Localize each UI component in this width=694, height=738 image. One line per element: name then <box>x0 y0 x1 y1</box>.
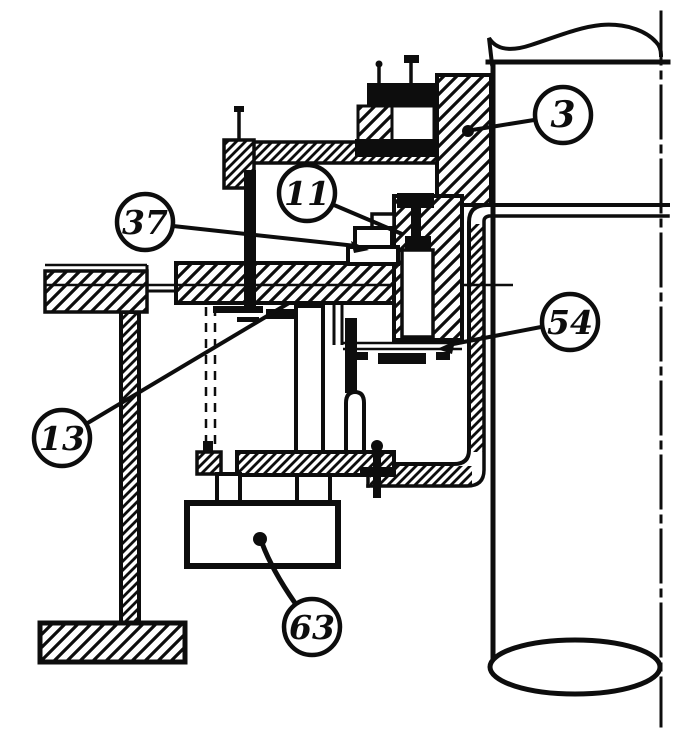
bushing-upper <box>353 226 394 249</box>
callout-label-63: 63 <box>289 608 335 647</box>
hanger-rod-right <box>295 473 332 506</box>
main-push-rod <box>294 304 325 454</box>
callout-circle-13 <box>31 407 93 469</box>
support-structure <box>37 261 404 665</box>
callout-circle-3 <box>532 84 594 146</box>
guide-slot <box>400 248 435 339</box>
clamp-window <box>390 104 436 144</box>
plunger-rod <box>344 389 366 456</box>
callout-11: 11 <box>276 162 403 236</box>
callout-label-37: 37 <box>122 203 168 242</box>
leader-arrow-54 <box>437 341 455 354</box>
vent-pin-left-cap <box>375 60 383 68</box>
vent-pin-right-cap <box>404 55 419 63</box>
stud-rod <box>244 170 256 306</box>
gasket-dash-3 <box>237 317 259 322</box>
seal-dash-2 <box>378 353 426 364</box>
leader-dot-3 <box>462 125 474 137</box>
left-plate-hatch <box>45 271 147 312</box>
pipe-bottom-rim <box>487 637 663 697</box>
seal-strip-54 <box>332 304 462 364</box>
bolt-head-block <box>367 83 436 107</box>
callout-circle-54 <box>539 291 601 353</box>
leader-dot-63 <box>253 532 267 546</box>
push-pin <box>345 318 357 393</box>
table-plate-hatch <box>176 263 402 303</box>
bushing-37 <box>346 212 400 266</box>
plate-hatch <box>437 75 491 205</box>
flange-bolt-pin-cap <box>234 106 244 112</box>
pipe-break-curve <box>487 22 664 67</box>
lower-mechanism <box>195 304 396 506</box>
callout-54: 54 <box>437 291 601 354</box>
leader-line-11 <box>333 203 403 236</box>
gasket-dash-2 <box>266 309 294 319</box>
adjust-screw-stem <box>411 208 421 250</box>
callout-circle-37 <box>114 191 176 253</box>
rod-guide-block-hatch <box>197 452 221 474</box>
adjust-screw-head <box>397 193 434 208</box>
adjust-screw-collar <box>405 236 431 250</box>
support-column-hatch <box>121 312 139 623</box>
callout-label-3: 3 <box>550 94 575 136</box>
seal-dash-3 <box>436 352 450 360</box>
flange-bolt-bar <box>360 467 396 477</box>
callout-label-11: 11 <box>284 174 330 213</box>
callout-circle-63 <box>281 596 343 658</box>
flange-bolt-head <box>371 440 383 452</box>
leader-line-3 <box>471 118 535 132</box>
callout-3: 3 <box>462 84 594 146</box>
leader-line-54 <box>447 325 542 347</box>
mounting-plate-3 <box>435 73 493 207</box>
rod-guide-nub <box>203 441 213 452</box>
lower-flange-hatch <box>237 452 394 475</box>
callout-label-54: 54 <box>547 303 593 342</box>
base-beam-hatch <box>40 623 185 662</box>
clamp-bracket-hatch <box>358 106 392 142</box>
clamp-strip <box>355 139 437 157</box>
leader-arrow-37 <box>351 241 369 253</box>
base-beam-outline <box>37 620 188 665</box>
guide-block-11 <box>392 193 464 342</box>
leader-line-37 <box>172 224 357 248</box>
leader-line-63 <box>259 542 298 605</box>
hanger-rod-left <box>215 472 242 506</box>
callout-63: 63 <box>253 532 343 658</box>
top-flange-assembly <box>222 55 439 190</box>
wall-inner-line <box>366 214 670 488</box>
callout-label-13: 13 <box>39 419 85 458</box>
callout-37: 37 <box>114 191 369 253</box>
callout-13: 13 <box>31 301 291 469</box>
gasket-dash-1 <box>213 306 263 313</box>
seal-dash-1 <box>352 352 368 360</box>
leader-line-13 <box>84 301 291 426</box>
callout-circle-11 <box>276 162 338 224</box>
